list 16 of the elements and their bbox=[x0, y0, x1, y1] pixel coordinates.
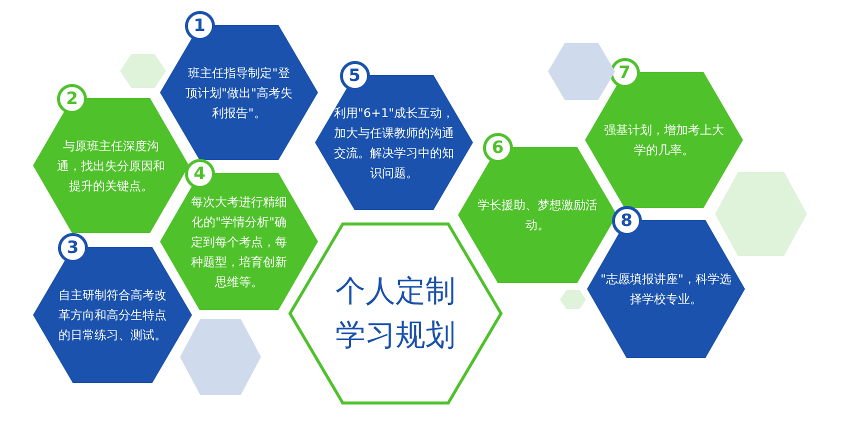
step-description: 强基计划，增加考上大学的几率。 bbox=[603, 122, 725, 159]
step-number-badge: 6 bbox=[482, 133, 513, 163]
central-title: 个人定制学习规划 bbox=[334, 272, 456, 354]
step-description: 学长援助、梦想激励活动。 bbox=[478, 197, 598, 234]
step-description: 自主研制符合高考改革方向和高分生特点的日常练习、测试。 bbox=[58, 287, 168, 344]
step-description: 利用"6+1"成长互动，加大与任课教师的沟通交流。解决学习中的知识问题。 bbox=[332, 104, 456, 182]
step-number-badge: 4 bbox=[184, 159, 214, 189]
step-number-badge: 2 bbox=[57, 84, 87, 114]
step-number-badge: 5 bbox=[340, 61, 370, 91]
step-description: 每次大考进行精细化的"学情分析"确定到每个考点，每种题型，培育创新思维等。 bbox=[190, 194, 288, 290]
step-description: "志愿填报讲座"，科学选择学校专业。 bbox=[600, 271, 732, 308]
step-number-badge: 8 bbox=[612, 206, 642, 236]
step-description: 班主任指导制定"登顶计划"做出"高考失利报告"。 bbox=[184, 64, 294, 122]
step-description: 与原班主任深度沟通，找出失分原因和提升的关键点。 bbox=[56, 138, 166, 194]
step-number-badge: 3 bbox=[58, 233, 88, 263]
step-number-badge: 1 bbox=[184, 11, 214, 41]
